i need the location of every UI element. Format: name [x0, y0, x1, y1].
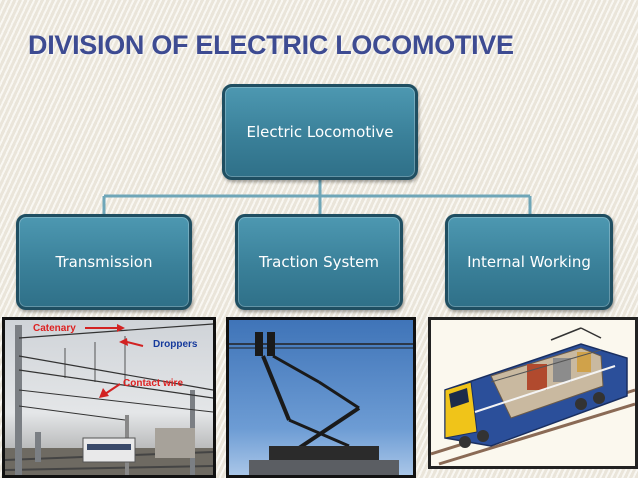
label-contact-wire: Contact wire [123, 378, 184, 389]
pantograph-photo [226, 317, 416, 478]
label-droppers: Droppers [153, 339, 198, 350]
catenary-photo: Catenary Droppers Contact wire [2, 317, 216, 478]
node-electric-locomotive-label: Electric Locomotive [246, 123, 394, 141]
node-electric-locomotive: Electric Locomotive [222, 84, 418, 180]
slide-title: DIVISION OF ELECTRIC LOCOMOTIVE [28, 30, 514, 60]
pantograph-illustration [229, 332, 413, 475]
node-internal-working-label: Internal Working [467, 253, 591, 271]
catenary-illustration [5, 323, 213, 475]
node-internal-working: Internal Working [445, 214, 613, 310]
node-transmission: Transmission [16, 214, 192, 310]
node-transmission-label: Transmission [55, 253, 153, 271]
locomotive-cutaway-illustration [431, 327, 635, 466]
locomotive-cutaway-photo [428, 317, 638, 469]
node-traction-system: Traction System [235, 214, 403, 310]
node-traction-system-label: Traction System [259, 253, 379, 271]
label-catenary: Catenary [33, 323, 76, 334]
